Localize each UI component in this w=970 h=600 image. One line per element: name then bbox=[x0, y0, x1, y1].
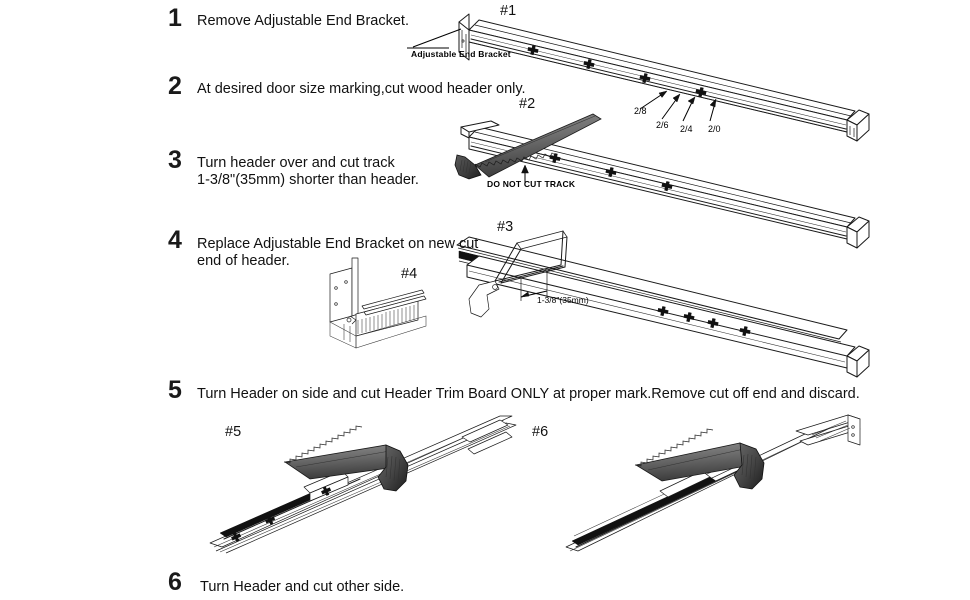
figure-label-6: #6 bbox=[532, 424, 549, 440]
door-size-mark-2-8: 2/8 bbox=[634, 106, 647, 116]
step-number-4: 4 bbox=[168, 226, 182, 254]
do-not-cut-track-label: DO NOT CUT TRACK bbox=[487, 179, 576, 189]
figure-6-other-side-cut bbox=[560, 414, 880, 555]
bracket-callout-leader bbox=[405, 24, 515, 50]
figure-label-4: #4 bbox=[401, 266, 418, 282]
step-text-1: Remove Adjustable End Bracket. bbox=[197, 13, 409, 29]
figure-2-saw-cutting-header bbox=[454, 105, 870, 249]
figure-label-5: #5 bbox=[225, 424, 242, 440]
figure-3-hacksaw-cutting-track bbox=[455, 225, 870, 378]
door-size-mark-2-4: 2/4 bbox=[680, 124, 693, 134]
figure-label-1: #1 bbox=[500, 3, 517, 19]
figure-5-trim-board-cut bbox=[200, 415, 520, 555]
figure-1-track-assembly bbox=[455, 8, 870, 142]
step-text-6: Turn Header and cut other side. bbox=[200, 579, 405, 595]
door-size-mark-2-6: 2/6 bbox=[656, 120, 669, 130]
adjustable-end-bracket-label: Adjustable End Bracket bbox=[411, 49, 511, 59]
step-number-1: 1 bbox=[168, 4, 182, 32]
step-text-3: Turn header over and cut track 1-3/8"(35… bbox=[197, 155, 419, 188]
step-number-5: 5 bbox=[168, 376, 182, 404]
step-number-6: 6 bbox=[168, 568, 182, 596]
step-text-5: Turn Header on side and cut Header Trim … bbox=[197, 386, 860, 402]
step-number-2: 2 bbox=[168, 72, 182, 100]
figure-4-bracket-replacement-detail bbox=[322, 257, 432, 358]
step-number-3: 3 bbox=[168, 146, 182, 174]
figure-label-3: #3 bbox=[497, 219, 514, 235]
dimension-35mm-label: 1-3/8"(35mm) bbox=[537, 295, 589, 305]
figure-label-2: #2 bbox=[519, 96, 536, 112]
door-size-marking-leaders bbox=[630, 85, 740, 125]
step-text-4: Replace Adjustable End Bracket on new cu… bbox=[197, 236, 479, 269]
step-text-2: At desired door size marking,cut wood he… bbox=[197, 81, 526, 97]
door-size-mark-2-0: 2/0 bbox=[708, 124, 721, 134]
